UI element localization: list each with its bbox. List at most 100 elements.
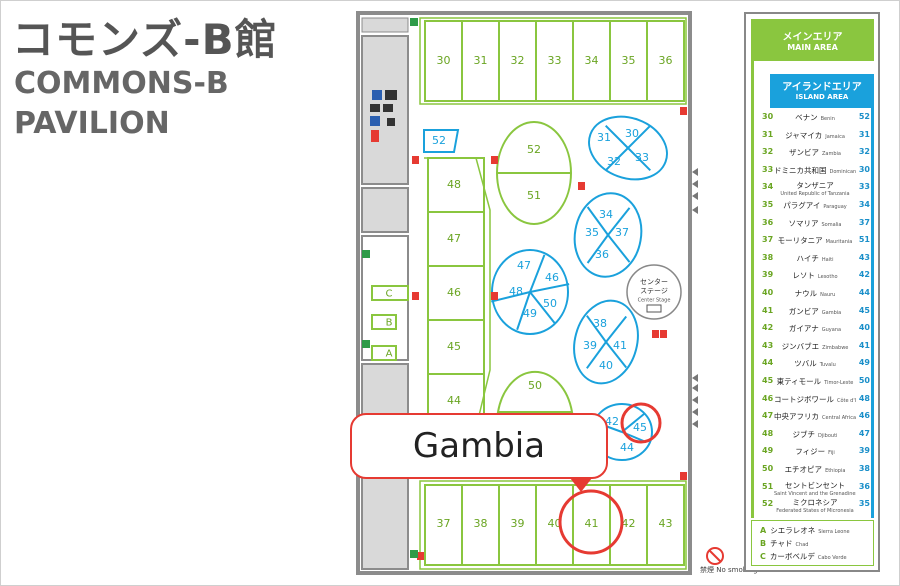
- entrance-arrow-icon: [692, 192, 698, 200]
- legend-island-number: 43: [858, 252, 870, 262]
- island-area-line: [871, 108, 874, 518]
- legend-main-number: 37: [762, 235, 774, 245]
- callout-label: Gambia: [412, 426, 546, 466]
- legend-island-number: 31: [858, 129, 870, 139]
- island-2-divider-3: [586, 234, 609, 264]
- entrance-arrow-icon: [692, 168, 698, 176]
- booth-label-46: 46: [447, 286, 461, 299]
- island-area-header: アイランドエリア ISLAND AREA: [770, 74, 874, 108]
- fire-extinguisher-icon: [412, 292, 419, 300]
- island-2-divider-1: [607, 207, 631, 236]
- legend-island-number: 46: [858, 411, 870, 421]
- legend-main-number: 52: [762, 499, 774, 509]
- booth-35: [609, 20, 648, 102]
- entrance-arrow-icon: [692, 396, 698, 404]
- legend-main-number: 42: [762, 323, 774, 333]
- center-stage: [626, 264, 682, 320]
- entrance-arrow-icon: [692, 420, 698, 428]
- legend-island-number: 39: [858, 446, 870, 456]
- fire-extinguisher-icon: [412, 156, 419, 164]
- center-stage-jp-line2: ステージ: [640, 287, 668, 295]
- legend-island-number: 47: [858, 428, 870, 438]
- island-1-divider-3: [605, 147, 629, 171]
- fire-extinguisher-icon: [417, 552, 424, 560]
- booth-47: [427, 211, 485, 267]
- booth-label-43: 43: [659, 517, 673, 530]
- island-booth-50: 50: [543, 297, 557, 310]
- callout-bubble: Gambia: [350, 413, 608, 479]
- legend-island-number: 52: [858, 112, 870, 121]
- legend-island-number: 45: [858, 305, 870, 315]
- island-booth-49: 49: [523, 307, 537, 320]
- island-booth-35: 35: [585, 226, 599, 239]
- booth-label-34: 34: [585, 54, 599, 67]
- booth-40: [535, 484, 574, 566]
- exit-icon: [410, 18, 418, 26]
- legend-main-number: 33: [762, 164, 774, 174]
- bottom-booth-row: [419, 480, 687, 570]
- sub-booth-A: [371, 345, 397, 361]
- island-booth-34: 34: [599, 208, 613, 221]
- main-area-header: メインエリア MAIN AREA: [751, 19, 874, 61]
- legend-island-number: 41: [858, 340, 870, 350]
- sub-booth-label-A: A: [386, 349, 393, 360]
- pavilion-title-en-line1: COMMONS-B: [14, 66, 229, 101]
- island-booth-39: 39: [583, 339, 597, 352]
- fire-extinguisher-icon: [680, 472, 687, 480]
- legend-island-number: 35: [858, 499, 870, 509]
- restroom-male-icon: [372, 90, 382, 100]
- booth-34: [572, 20, 611, 102]
- legend-main-number: 47: [762, 411, 774, 421]
- legend-island-number: 48: [858, 393, 870, 403]
- booth-45: [427, 319, 485, 375]
- booth-label-small-52: 52: [432, 134, 446, 147]
- center-stage-jp-line1: センター: [640, 277, 668, 286]
- legend-island-number: 44: [858, 288, 870, 297]
- center-stage-en: Center Stage: [638, 298, 671, 304]
- island-4-divider-3: [586, 341, 607, 369]
- callout-pointer: [570, 478, 592, 492]
- sub-booth-B: [371, 314, 397, 330]
- fire-extinguisher-icon: [491, 156, 498, 164]
- legend-main-number: 40: [762, 288, 774, 297]
- island-booth-42: 42: [605, 415, 619, 428]
- legend-main-number: 30: [762, 112, 774, 121]
- island-booth-46: 46: [545, 271, 559, 284]
- legend-island-number: 34: [858, 200, 870, 209]
- fire-extinguisher-icon: [578, 182, 585, 190]
- legend-island-number: 49: [858, 358, 870, 368]
- legend-island-number: 37: [858, 217, 870, 227]
- pavilion-title-jp: コモンズ-B館: [12, 15, 278, 64]
- top-booth-row: [419, 17, 687, 105]
- island-1-divider-0: [605, 125, 629, 149]
- island-3-divider-2: [529, 291, 556, 324]
- legend-island-number: 50: [858, 376, 870, 385]
- island-booth-37: 37: [615, 226, 629, 239]
- booth-label-44: 44: [447, 394, 461, 407]
- wheelchair-icon: [370, 116, 380, 126]
- main-area-line: [751, 61, 754, 518]
